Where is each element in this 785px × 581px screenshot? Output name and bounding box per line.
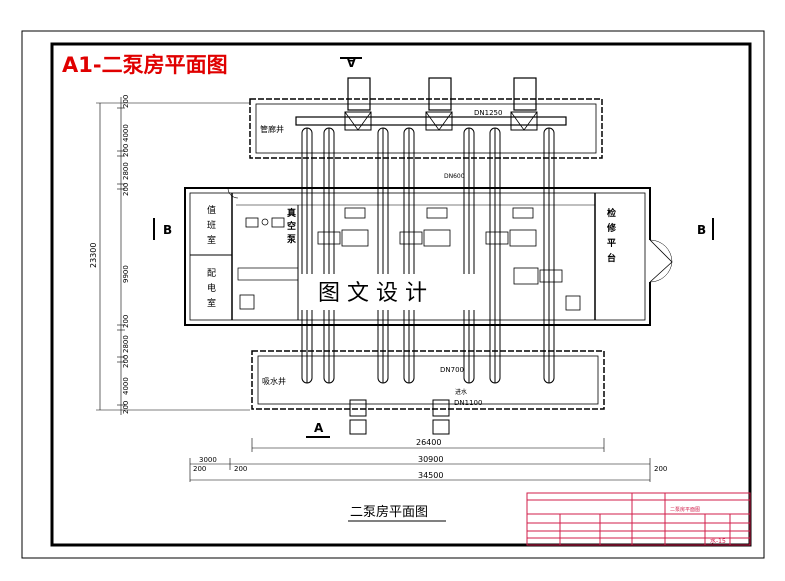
duty-room-label: 值班室 <box>205 204 216 250</box>
svg-text:B: B <box>163 223 172 237</box>
section-marker-b-left: B <box>153 218 172 240</box>
suction-well <box>251 350 605 410</box>
dim-right-wall: 200 <box>654 465 667 473</box>
svg-text:A: A <box>346 55 356 69</box>
inner-frame <box>50 42 752 547</box>
inlet-pipes <box>349 399 450 435</box>
outlet-valve-3 <box>510 77 538 131</box>
pipe-gallery-label: 管廊井 <box>260 124 284 134</box>
dim-mid-width: 30900 <box>418 455 443 464</box>
dim-total-width: 34500 <box>418 471 443 480</box>
inlet-label: 进水 <box>455 388 467 396</box>
dim-v-9: 4000 <box>122 377 130 395</box>
pump-unit-1 <box>317 207 369 247</box>
drawing-caption: 二泵房平面图 <box>350 504 428 520</box>
suction-pipe-label: DN700 <box>440 366 464 374</box>
dim-vertical-total: 23300 <box>89 243 98 268</box>
vertical-dimensions <box>96 97 250 415</box>
outlet-valve-2 <box>425 77 453 131</box>
distribution-room-label: 配电室 <box>205 268 216 313</box>
dim-inner-width: 26400 <box>416 438 441 447</box>
outlet-valve-1 <box>344 77 372 131</box>
svg-text:B: B <box>697 223 706 237</box>
outlet-main-label: DN1250 <box>474 109 502 117</box>
suction-well-label: 吸水井 <box>262 376 286 386</box>
pipe-gallery <box>249 98 603 159</box>
horizontal-dimensions <box>189 438 651 482</box>
title-block <box>526 492 751 546</box>
dim-v-4: 200 <box>122 183 130 196</box>
outlet-header <box>295 116 567 126</box>
pump-unit-4 <box>513 267 581 311</box>
watermark-box <box>300 274 486 310</box>
section-marker-a-bottom: A <box>306 421 330 438</box>
dim-v-3: 2800 <box>122 162 130 180</box>
outer-frame <box>21 30 765 559</box>
dim-v-8: 200 <box>122 355 130 368</box>
dim-v-6: 200 <box>122 315 130 328</box>
title-block-sheet-name: 二泵房平面图 <box>670 506 700 513</box>
dim-v-0: 200 <box>122 95 130 108</box>
dim-v-10: 200 <box>122 401 130 414</box>
vacuum-room-label: 真空泵 <box>285 207 296 247</box>
section-marker-b-right: B <box>697 218 714 240</box>
dim-left-wall-a: 200 <box>193 465 206 473</box>
dim-v-5: 9900 <box>122 265 130 283</box>
inlet-pipe-label: DN1100 <box>454 399 482 407</box>
repair-platform-label: 检修平台 <box>605 207 617 268</box>
outlet-branch-label: DN600 <box>444 173 465 180</box>
svg-text:A: A <box>314 421 324 435</box>
title-block-drawing-no: 水-15 <box>710 537 726 545</box>
dim-v-7: 2800 <box>122 335 130 353</box>
dim-v-2: 200 <box>122 144 130 157</box>
dim-left-offset: 3000 <box>199 456 217 464</box>
watermark: 图 文 设 计 <box>318 281 427 306</box>
pump-unit-3 <box>485 207 537 247</box>
drawing-title: A1-二泵房平面图 <box>62 53 228 77</box>
dim-v-1: 4000 <box>122 124 130 142</box>
pump-unit-2 <box>399 207 451 247</box>
dim-left-wall-b: 200 <box>234 465 247 473</box>
pump-pipes <box>301 127 555 384</box>
section-marker-a-top: A <box>340 55 362 69</box>
